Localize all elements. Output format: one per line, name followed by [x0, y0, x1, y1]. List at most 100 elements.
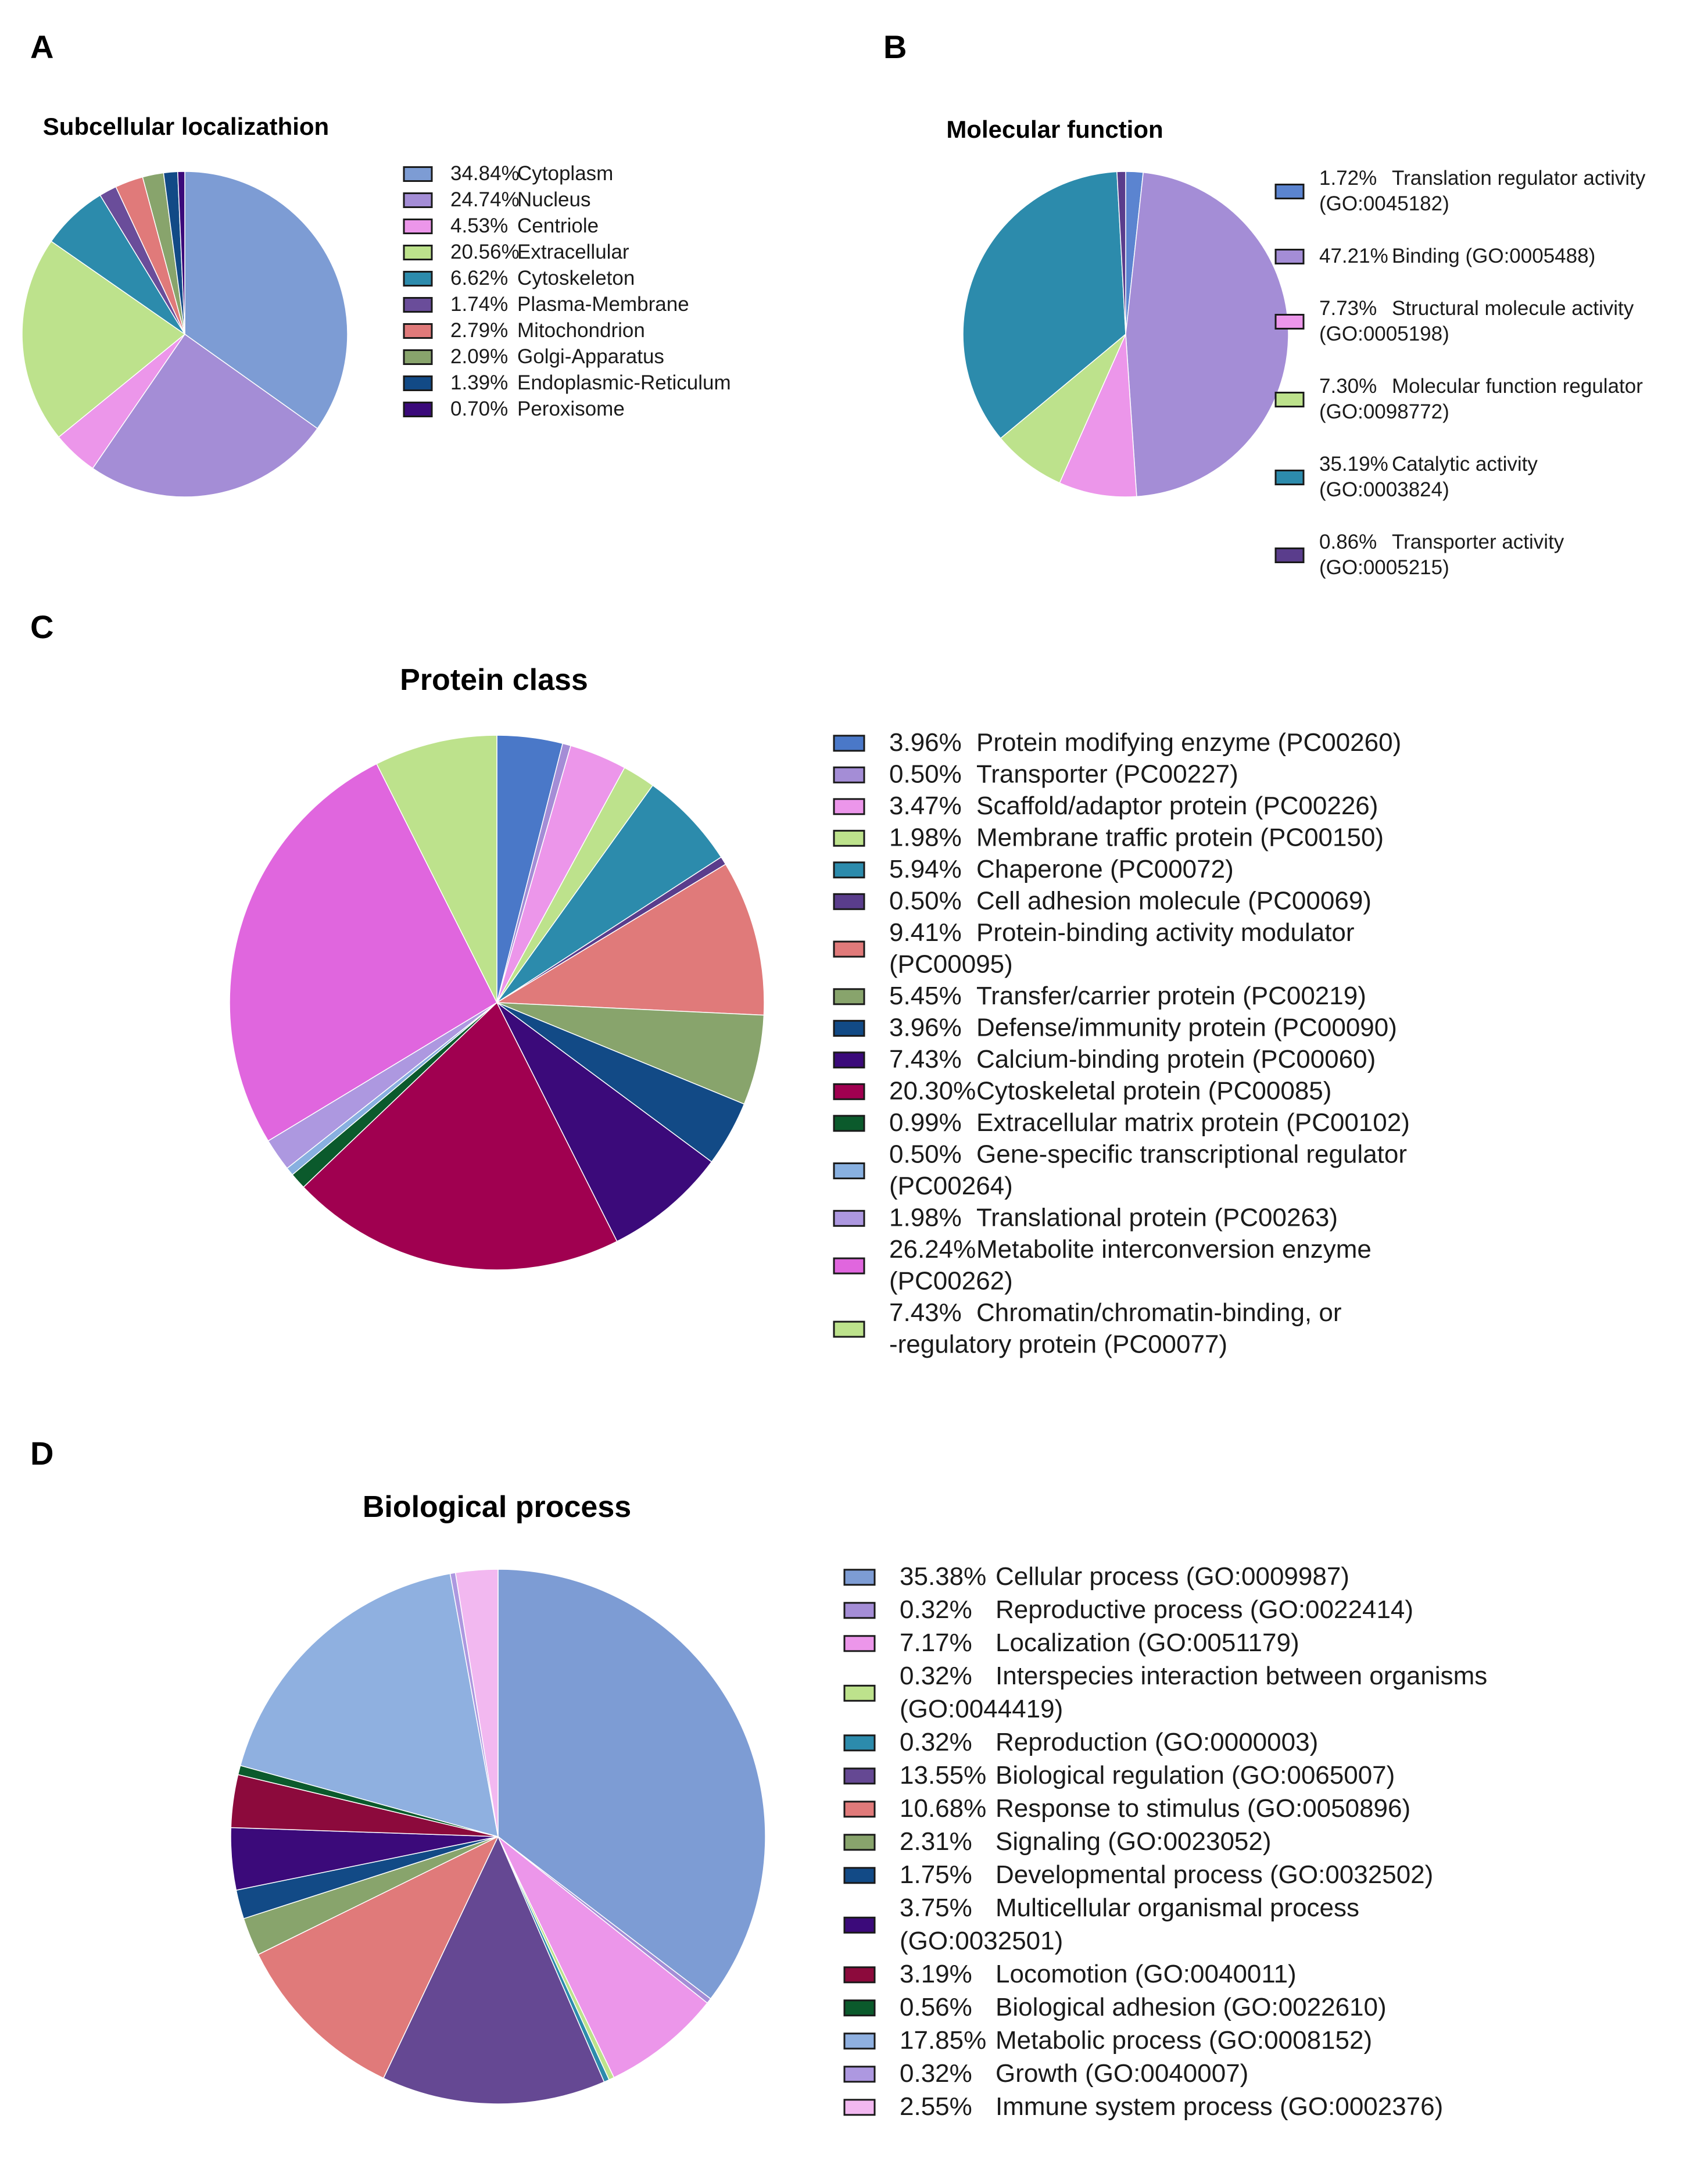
legend-percent: 35.38%	[900, 1562, 986, 1591]
legend-label: Reproduction (GO:0000003)	[996, 1728, 1318, 1756]
legend-percent: 0.50%	[889, 760, 962, 789]
legend-percent: 0.32%	[900, 1595, 972, 1624]
legend-percent: 35.19%	[1319, 453, 1388, 475]
legend-label-continued: (GO:0005215)	[1319, 556, 1449, 579]
legend-item: 1.39%Endoplasmic-Reticulum	[403, 371, 731, 394]
legend-label: Catalytic activity	[1392, 453, 1538, 475]
legend-label: Calcium-binding protein (PC00060)	[976, 1045, 1376, 1073]
legend-percent: 1.72%	[1319, 167, 1377, 189]
legend-percent: 3.47%	[889, 792, 962, 820]
legend-percent: 3.96%	[889, 1014, 962, 1042]
legend-item: 7.17%Localization (GO:0051179)	[843, 1629, 1299, 1657]
legend-label: Metabolite interconversion enzyme	[976, 1235, 1372, 1264]
legend-percent: 5.45%	[889, 982, 962, 1010]
legend-item: 3.19%Locomotion (GO:0040011)	[843, 1960, 1297, 1988]
pie-slice	[177, 171, 185, 335]
legend-swatch	[843, 1999, 876, 2017]
legend-label-continued: (GO:0003824)	[1319, 478, 1449, 501]
panel-d-biological-process: Biological process 35.38%Cellular process…	[230, 1490, 1487, 2121]
pie-slice	[1116, 171, 1126, 335]
legend-label: Plasma-Membrane	[517, 293, 689, 316]
legend-percent: 3.75%	[900, 1894, 972, 1922]
legend-percent: 7.17%	[900, 1629, 972, 1657]
legend-swatch	[403, 297, 433, 313]
legend-label: Extracellular matrix protein (PC00102)	[976, 1108, 1410, 1137]
legend-label: Nucleus	[517, 188, 590, 211]
legend-item: 0.32% Reproduction (GO:0000003)	[843, 1728, 1318, 1756]
legend-swatch	[833, 1257, 865, 1275]
legend-label-continued: -regulatory protein (PC00077)	[889, 1330, 1227, 1359]
legend-swatch	[843, 1801, 876, 1818]
legend-label: Protein modifying enzyme (PC00260)	[976, 728, 1401, 757]
legend-item: 2.31%Signaling (GO:0023052)	[843, 1827, 1272, 1856]
legend-item: 7.30%Molecular function regulator(GO:009…	[1274, 375, 1643, 423]
legend-percent: 0.50%	[889, 887, 962, 915]
legend-swatch	[403, 375, 433, 391]
legend-swatch	[1274, 249, 1305, 264]
legend-label: Transfer/carrier protein (PC00219)	[976, 982, 1366, 1010]
legend-percent: 9.41%	[889, 918, 962, 947]
legend-swatch	[843, 1867, 876, 1884]
legend-label: Peroxisome	[517, 398, 625, 420]
legend-percent: 1.98%	[889, 824, 962, 852]
legend-swatch	[843, 1635, 876, 1652]
legend-item: 2.09%Golgi-Apparatus	[403, 345, 664, 368]
legend-item: 1.72%Translation regulator activity(GO:0…	[1274, 167, 1646, 215]
legend-item: 5.45% Transfer/carrier protein (PC00219)	[833, 982, 1366, 1010]
legend-swatch	[843, 1734, 876, 1752]
pie	[230, 1569, 766, 2105]
pie	[22, 171, 348, 498]
legend-label: Chaperone (PC00072)	[976, 855, 1234, 883]
legend-swatch	[843, 1602, 876, 1619]
pie-slice	[376, 735, 497, 1003]
legend-label-continued: (GO:0044419)	[900, 1695, 1063, 1723]
legend-percent: 34.84%	[450, 162, 520, 185]
legend-swatch	[833, 940, 865, 958]
legend-item: 1.98%Membrane traffic protein (PC00150)	[833, 824, 1384, 852]
legend-item: 3.96%Defense/immunity protein (PC00090)	[833, 1014, 1397, 1042]
legend-swatch	[843, 2099, 876, 2116]
legend-swatch	[833, 1115, 865, 1132]
legend-percent: 4.53%	[450, 214, 508, 237]
legend-label: Translation regulator activity	[1392, 167, 1646, 189]
legend-label: Biological regulation (GO:0065007)	[996, 1761, 1395, 1790]
legend-label: Locomotion (GO:0040011)	[996, 1960, 1297, 1988]
legend-swatch	[833, 1162, 865, 1180]
legend-percent: 1.74%	[450, 293, 508, 316]
legend-label: Interspecies interaction between organis…	[996, 1662, 1487, 1690]
legend-percent: 2.79%	[450, 319, 508, 342]
legend-percent: 20.56%	[450, 241, 520, 263]
panel-letter-b: B	[883, 28, 907, 65]
legend-item: 34.84%Cytoplasm	[403, 162, 613, 185]
legend-swatch	[403, 349, 433, 365]
panel-letter-c: C	[30, 609, 53, 645]
legend-item: 1.74% Plasma-Membrane	[403, 293, 689, 316]
legend-label: Multicellular organismal process	[996, 1894, 1359, 1922]
legend-percent: 0.32%	[900, 1728, 972, 1756]
legend-label: Developmental process (GO:0032502)	[996, 1860, 1433, 1889]
legend-percent: 13.55%	[900, 1761, 986, 1790]
legend-percent: 2.55%	[900, 2092, 972, 2121]
legend-item: 7.43%Calcium-binding protein (PC00060)	[833, 1045, 1376, 1073]
legend-swatch	[833, 1083, 865, 1100]
legend-item: 0.50%Gene-specific transcriptional regul…	[833, 1140, 1407, 1200]
legend-swatch	[833, 1209, 865, 1227]
legend-item: 0.32%Growth (GO:0040007)	[843, 2059, 1248, 2088]
legend-item: 4.53%Centriole	[403, 214, 599, 237]
legend-percent: 7.73%	[1319, 297, 1377, 320]
legend-swatch	[843, 1569, 876, 1586]
legend-item: 3.75%Multicellular organismal process(GO…	[843, 1894, 1359, 1955]
legend-item: 1.75%Developmental process (GO:0032502)	[843, 1860, 1433, 1889]
legend-label: Binding (GO:0005488)	[1392, 245, 1595, 267]
legend-item: 9.41%Protein-binding activity modulator(…	[833, 918, 1355, 979]
pie-slice	[495, 863, 765, 1016]
legend-label-continued: (GO:0098772)	[1319, 400, 1449, 423]
legend-item: 0.99%Extracellular matrix protein (PC001…	[833, 1108, 1410, 1137]
pie-slice	[497, 1569, 766, 2000]
chart-title: Biological process	[363, 1490, 631, 1524]
legend-item: 35.38%Cellular process (GO:0009987)	[843, 1562, 1349, 1591]
legend-label: Response to stimulus (GO:0050896)	[996, 1794, 1410, 1823]
pie	[229, 735, 765, 1271]
legend-swatch	[843, 2032, 876, 2050]
